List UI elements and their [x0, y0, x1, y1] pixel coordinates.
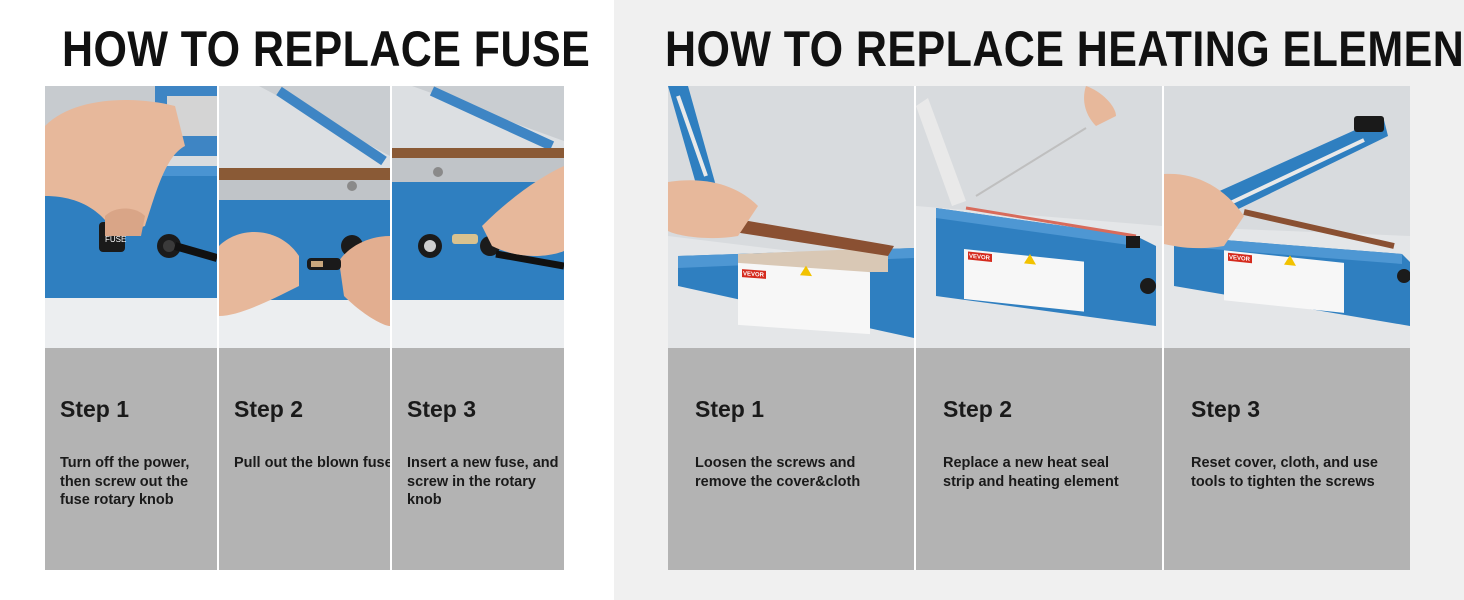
fuse-step-3-textbox: Step 3 Insert a new fuse, and screw in t…	[392, 348, 564, 570]
fuse-step-2-photo	[219, 86, 390, 348]
fuse-step-3-title: Step 3	[407, 396, 477, 422]
heating-step-3-title: Step 3	[1191, 396, 1261, 422]
heating-step-3-photo: VEVOR	[1164, 86, 1410, 348]
heating-section-title: HOW TO REPLACE HEATING ELEMENT	[665, 21, 1464, 77]
fuse-step-1-description: Turn off the power, then screw out the f…	[60, 455, 190, 508]
heating-step-2-card: VEVOR Step 2 Replace a new heat seal str…	[916, 86, 1162, 570]
heating-step-1-textbox: Step 1 Loosen the screws and remove the …	[668, 348, 914, 570]
brand-label-2: VEVOR	[969, 254, 991, 262]
heating-step-1-description: Loosen the screws and remove the cover&c…	[695, 455, 861, 490]
heating-divider-2	[1162, 86, 1164, 570]
fuse-step-1-textbox: Step 1 Turn off the power, then screw ou…	[45, 348, 217, 570]
brand-label-3: VEVOR	[1229, 255, 1251, 263]
heating-step-1-title: Step 1	[695, 396, 765, 422]
fuse-step-2-description: Pull out the blown fuse	[234, 455, 390, 471]
fuse-step-1-photo: FUSE	[45, 86, 217, 348]
fuse-step-3-description: Insert a new fuse, and screw in the rota…	[407, 455, 559, 508]
heating-step-2-photo: VEVOR	[916, 86, 1162, 348]
heating-step-3-description: Reset cover, cloth, and use tools to tig…	[1191, 455, 1378, 490]
fuse-divider-2	[390, 86, 392, 570]
brand-label-1: VEVOR	[743, 271, 765, 279]
heating-step-1-photo: VEVOR	[668, 86, 914, 348]
fuse-step-2-textbox: Step 2 Pull out the blown fuse	[219, 348, 390, 570]
fuse-step-1-title: Step 1	[60, 396, 130, 422]
heating-divider-1	[914, 86, 916, 570]
fuse-section-title: HOW TO REPLACE FUSE	[62, 21, 591, 77]
heating-step-3-textbox: Step 3 Reset cover, cloth, and use tools…	[1164, 348, 1410, 570]
heating-step-2-description: Replace a new heat seal strip and heatin…	[943, 455, 1119, 490]
fuse-step-3-card: Step 3 Insert a new fuse, and screw in t…	[392, 86, 564, 570]
fuse-step-2-card: Step 2 Pull out the blown fuse	[219, 86, 390, 570]
heating-step-3-card: VEVOR Step 3 Reset cover, cloth, and use…	[1164, 86, 1410, 570]
fuse-step-1-card: FUSE Step 1 Turn off the power, then scr…	[45, 86, 217, 570]
fuse-knob-label: FUSE	[105, 235, 126, 244]
fuse-step-2-title: Step 2	[234, 396, 304, 422]
fuse-divider-1	[217, 86, 219, 570]
heating-step-1-card: VEVOR Step 1 Loosen the screws and remov…	[668, 86, 914, 570]
heating-step-2-title: Step 2	[943, 396, 1013, 422]
fuse-step-3-photo	[392, 86, 564, 348]
heating-step-2-textbox: Step 2 Replace a new heat seal strip and…	[916, 348, 1162, 570]
